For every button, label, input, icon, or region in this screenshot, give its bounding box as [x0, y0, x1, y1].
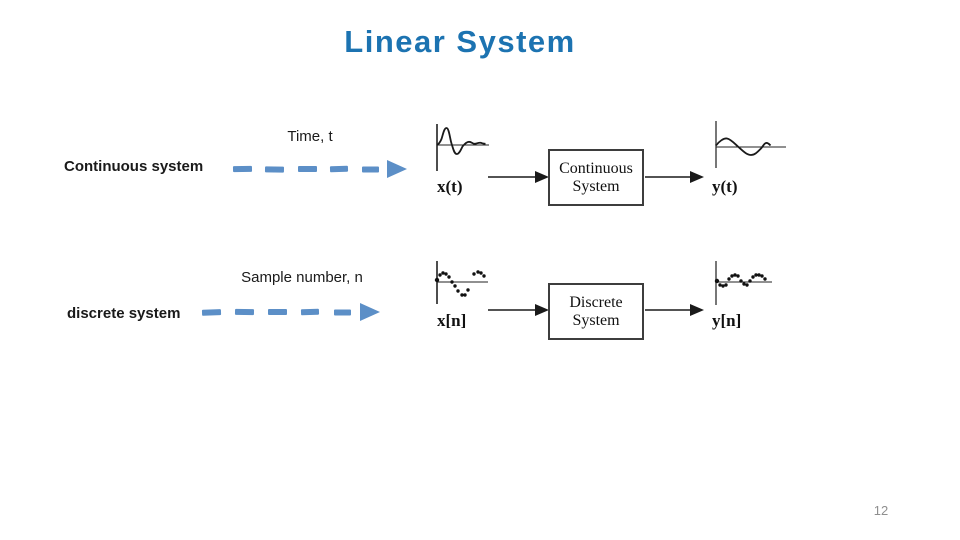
discrete-output-signal-plot — [714, 261, 772, 305]
dashed-arrow-icon — [232, 160, 407, 178]
continuous-system-box: Continuous System — [548, 149, 644, 206]
page-title: Linear System — [344, 24, 576, 59]
continuous-system-box-line2: System — [572, 177, 620, 195]
arrow-icon — [645, 171, 704, 183]
continuous-output-signal-plot — [715, 121, 786, 168]
discrete-input-signal-plot — [434, 261, 488, 304]
dashed-arrow-icon — [201, 303, 380, 321]
continuous-input-label: x(t) — [437, 177, 463, 196]
discrete-system-box-line2: System — [572, 311, 620, 329]
arrow-icon — [488, 304, 549, 316]
discrete-output-label: y[n] — [712, 311, 742, 330]
sample-axis-label: Sample number, n — [241, 269, 363, 286]
page-number: 12 — [873, 503, 889, 518]
continuous-system-box-line1: Continuous — [559, 159, 633, 177]
sample-dots — [434, 270, 486, 297]
continuous-system-label: Continuous system — [64, 158, 204, 175]
sample-dots — [714, 273, 767, 288]
arrow-icon — [488, 171, 549, 183]
arrow-icon — [645, 304, 704, 316]
discrete-system-box-line1: Discrete — [569, 293, 623, 311]
time-axis-label: Time, t — [287, 128, 333, 145]
continuous-output-label: y(t) — [712, 177, 738, 196]
discrete-system-label: discrete system — [67, 305, 181, 322]
discrete-system-box: Discrete System — [548, 283, 644, 340]
discrete-input-label: x[n] — [437, 311, 467, 330]
continuous-input-signal-plot — [436, 124, 489, 171]
